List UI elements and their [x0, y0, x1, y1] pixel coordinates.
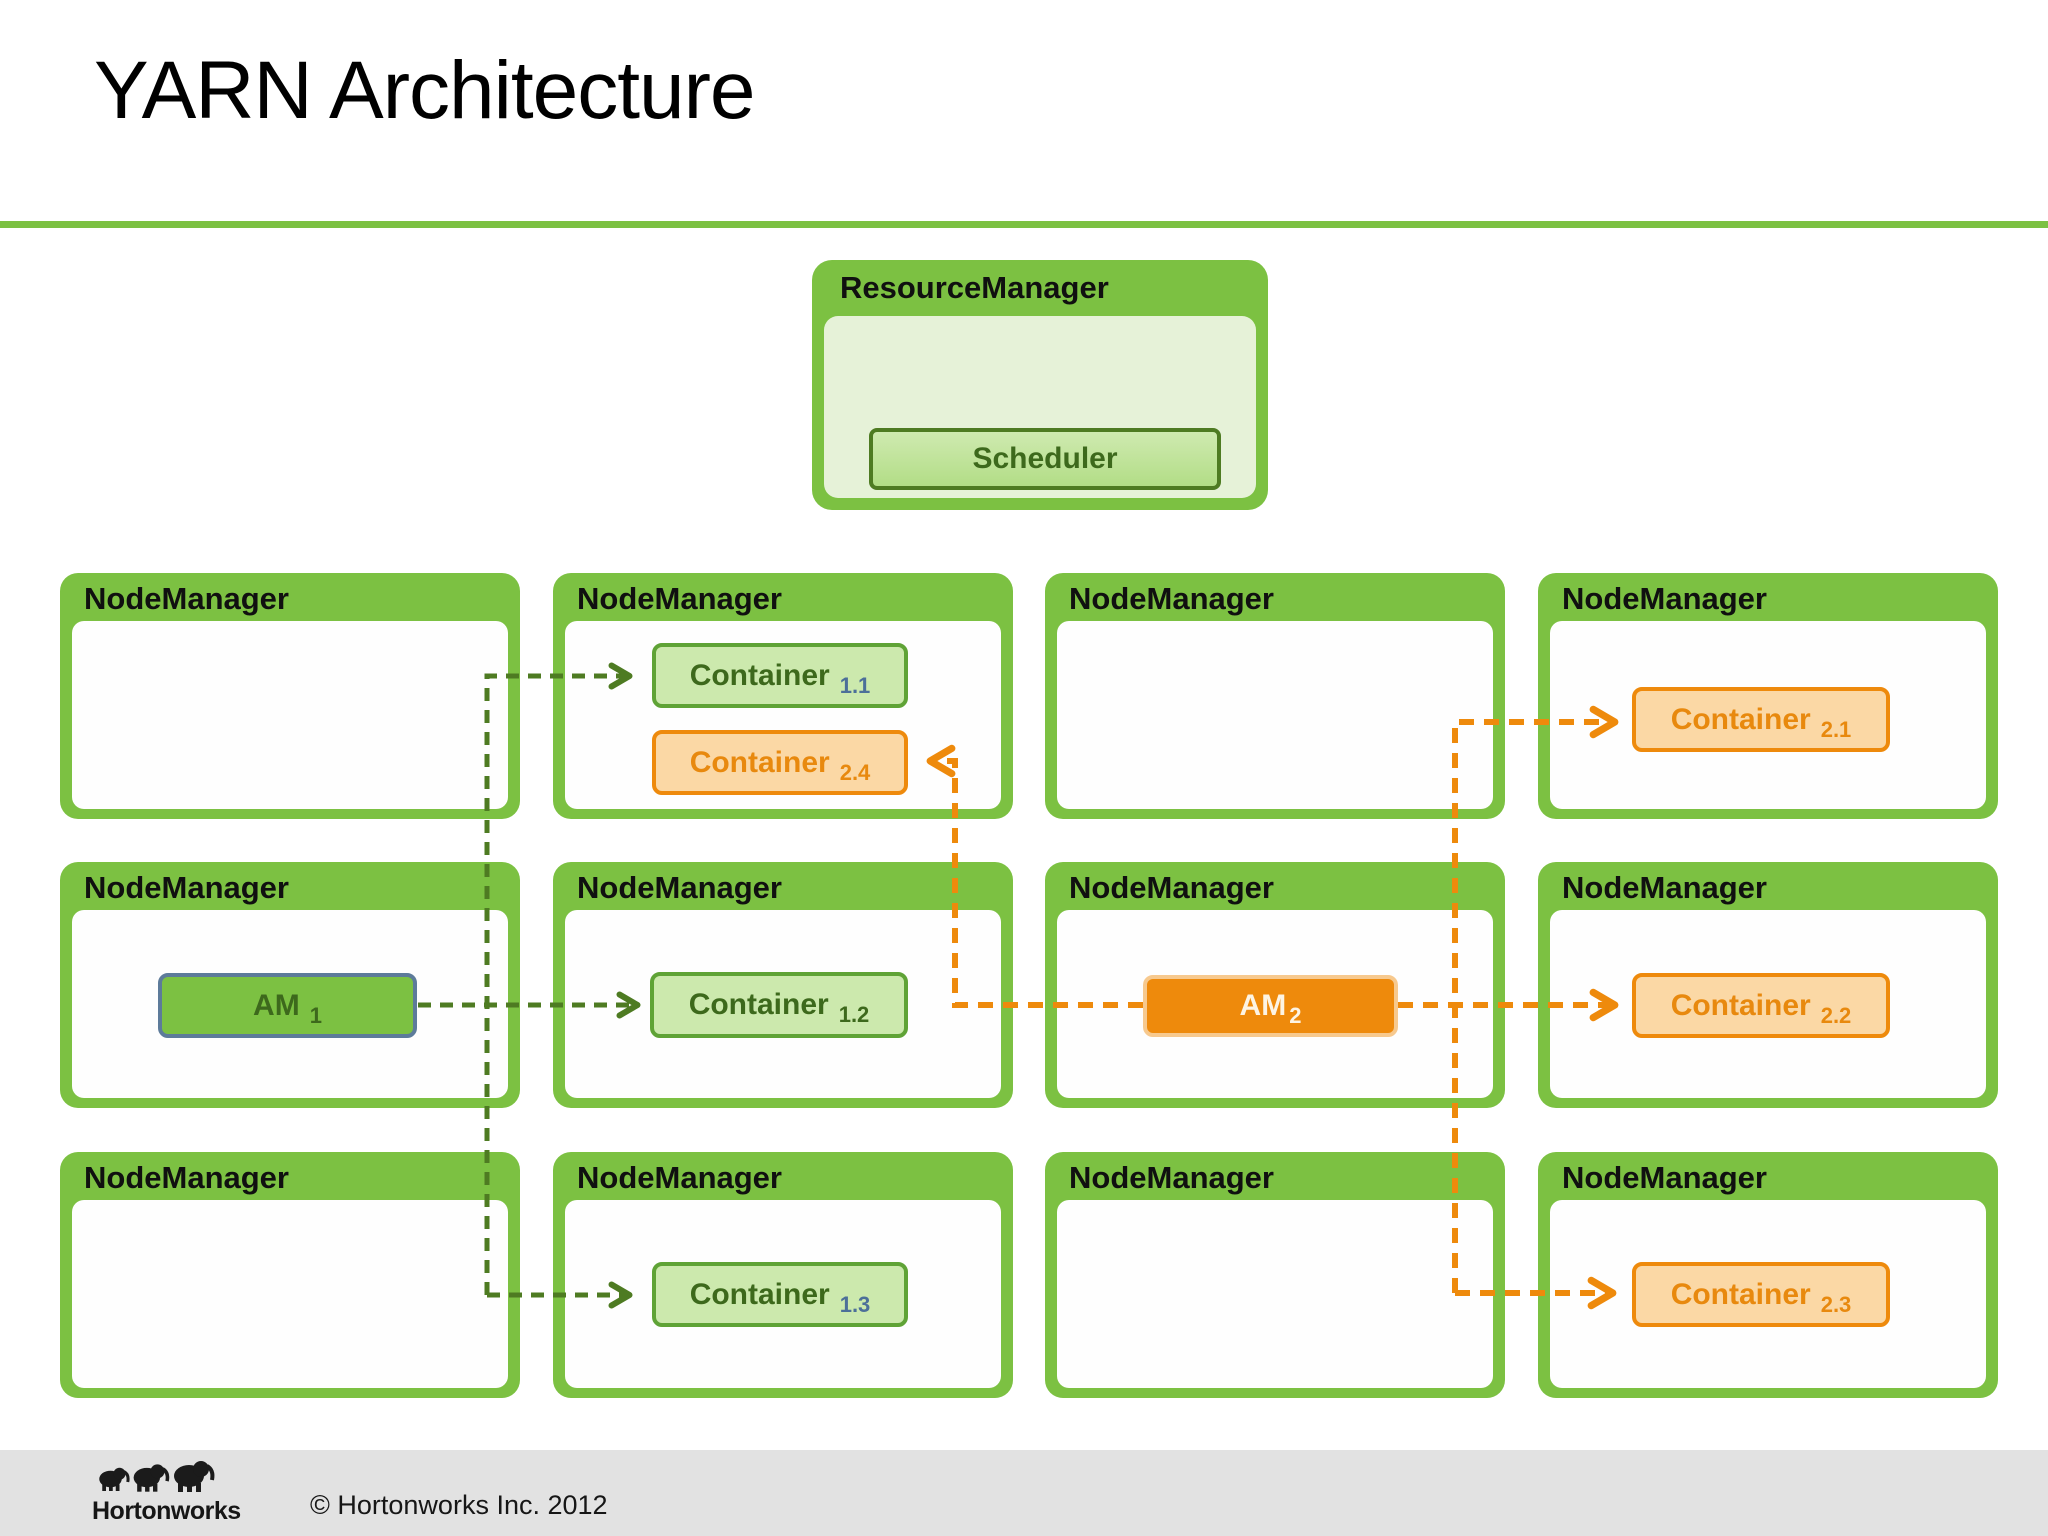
nodemanager-body [72, 621, 508, 809]
container-subscript: 1.2 [838, 1002, 870, 1027]
am-label: AM [253, 988, 300, 1022]
nodemanager-label: NodeManager [577, 1160, 782, 1195]
nodemanager-body [1057, 621, 1493, 809]
container-1-3-box: Container 1.3 [652, 1262, 908, 1327]
am-subscript: 1 [309, 1002, 322, 1028]
page-title: YARN Architecture [94, 45, 756, 136]
nodemanager-box-r3c3: NodeManager [1045, 1152, 1505, 1398]
container-1-2-box: Container 1.2 [650, 972, 908, 1038]
application-master-2-box: AM 2 [1143, 975, 1398, 1037]
nodemanager-body [1057, 1200, 1493, 1388]
container-2-2-box: Container 2.2 [1632, 973, 1890, 1038]
container-label: Container [689, 1277, 830, 1311]
container-label: Container [688, 988, 829, 1021]
nodemanager-label: NodeManager [1069, 581, 1274, 616]
title-divider-line [0, 221, 2048, 228]
container-label: Container [689, 745, 830, 779]
nodemanager-box-r1c2: NodeManager [553, 573, 1013, 819]
nodemanager-box-r3c1: NodeManager [60, 1152, 520, 1398]
nodemanager-label: NodeManager [577, 870, 782, 905]
container-2-3-box: Container 2.3 [1632, 1262, 1890, 1327]
container-label: Container [1670, 702, 1811, 736]
nodemanager-box-r1c3: NodeManager [1045, 573, 1505, 819]
nodemanager-box-r1c1: NodeManager [60, 573, 520, 819]
resource-manager-body: Scheduler [824, 316, 1256, 498]
nodemanager-label: NodeManager [84, 870, 289, 905]
container-label: Container [1670, 988, 1811, 1022]
am-label: AM [1239, 989, 1287, 1022]
nodemanager-label: NodeManager [1069, 1160, 1274, 1195]
nodemanager-label: NodeManager [1562, 581, 1767, 616]
container-subscript: 2.1 [1820, 716, 1852, 742]
container-subscript: 2.2 [1820, 1002, 1852, 1028]
hortonworks-logo-text: Hortonworks [92, 1497, 241, 1525]
nodemanager-label: NodeManager [84, 1160, 289, 1195]
resource-manager-box: ResourceManager Scheduler [812, 260, 1268, 510]
am-subscript: 2 [1289, 1003, 1302, 1028]
container-subscript: 1.3 [839, 1291, 871, 1317]
resource-manager-label: ResourceManager [840, 270, 1109, 305]
container-2-1-box: Container 2.1 [1632, 687, 1890, 752]
nodemanager-label: NodeManager [1069, 870, 1274, 905]
scheduler-box: Scheduler [869, 428, 1221, 490]
container-1-1-box: Container 1.1 [652, 643, 908, 708]
nodemanager-body [72, 1200, 508, 1388]
container-label: Container [689, 658, 830, 692]
container-subscript: 2.3 [1820, 1291, 1852, 1317]
elephants-icon [99, 1461, 215, 1492]
footer-bar: Hortonworks © Hortonworks Inc. 2012 [0, 1450, 2048, 1536]
container-subscript: 2.4 [839, 759, 871, 785]
container-label: Container [1670, 1277, 1811, 1311]
copyright-text: © Hortonworks Inc. 2012 [310, 1490, 608, 1520]
container-2-4-box: Container 2.4 [652, 730, 908, 795]
container-subscript: 1.1 [839, 672, 871, 698]
nodemanager-label: NodeManager [1562, 1160, 1767, 1195]
nodemanager-label: NodeManager [84, 581, 289, 616]
nodemanager-label: NodeManager [1562, 870, 1767, 905]
nodemanager-label: NodeManager [577, 581, 782, 616]
application-master-1-box: AM 1 [158, 973, 417, 1038]
hortonworks-logo: Hortonworks [92, 1456, 241, 1526]
